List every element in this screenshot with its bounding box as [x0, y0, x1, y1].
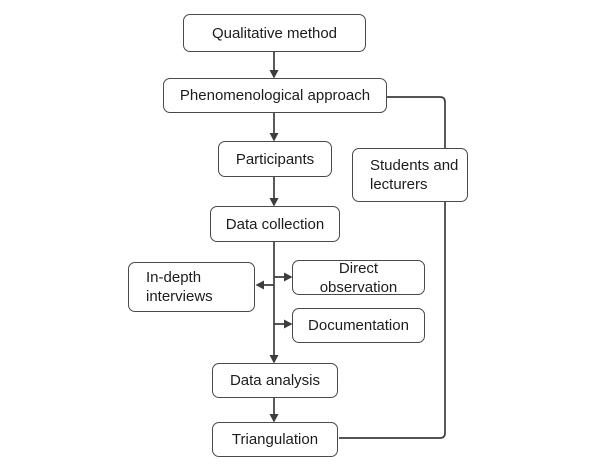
- node-qualitative-method-label: Qualitative method: [211, 24, 338, 42]
- node-phenomenological-approach-label: Phenomenological approach: [179, 87, 371, 104]
- node-data-analysis: Data analysis: [212, 363, 338, 398]
- node-triangulation-label: Triangulation: [231, 431, 319, 448]
- node-participants: Participants: [218, 141, 332, 177]
- node-in-depth-interviews-label: In-depth interviews: [146, 269, 213, 305]
- node-in-depth-interviews: In-depth interviews: [128, 262, 255, 312]
- node-documentation-label: Documentation: [308, 317, 409, 334]
- node-qualitative-method: Qualitative method: [183, 14, 366, 52]
- node-data-collection: Data collection: [210, 206, 340, 242]
- node-triangulation: Triangulation: [212, 422, 338, 457]
- node-direct-observation-label: Direct observation: [319, 259, 398, 296]
- node-students-and-lecturers-label: Students and lecturers: [370, 157, 459, 193]
- node-direct-observation: Direct observation: [292, 259, 425, 296]
- connector-phenomenological-to-triangulation-loop: [339, 96, 446, 439]
- node-data-collection-label: Data collection: [225, 215, 325, 233]
- node-data-analysis-label: Data analysis: [229, 372, 321, 389]
- node-students-and-lecturers: Students and lecturers: [352, 148, 468, 202]
- node-phenomenological-approach: Phenomenological approach: [163, 78, 387, 113]
- node-participants-label: Participants: [235, 150, 315, 168]
- node-documentation: Documentation: [292, 308, 425, 343]
